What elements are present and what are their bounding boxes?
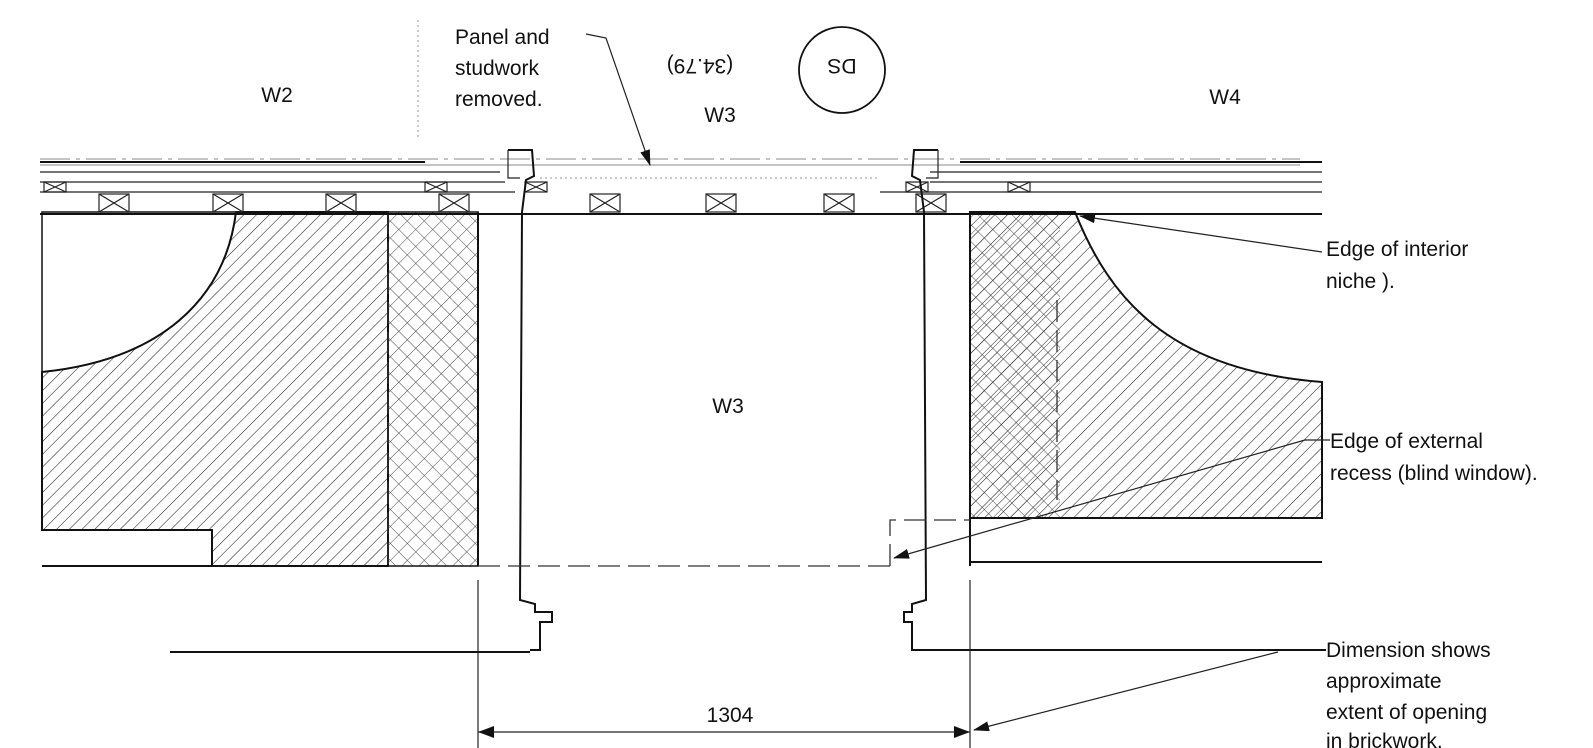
room-label-w3-center: W3 [712, 395, 744, 418]
annotation-niche: Edge of interior niche ). [1079, 213, 1468, 293]
panel-note: Panel and studwork removed. [455, 26, 651, 166]
panel-note-line3: removed. [455, 88, 543, 111]
annotation-recess: Edge of external recess (blind window). [893, 430, 1538, 559]
annotation-dimension-line4: in brickwork. [1326, 730, 1443, 748]
dimension-line [478, 726, 970, 738]
annotation-niche-line1: Edge of interior [1326, 238, 1468, 261]
brickwork-right [969, 211, 1323, 566]
panel-note-line2: studwork [455, 57, 540, 80]
ds-ref-label: DS [827, 54, 856, 77]
annotation-dimension: Dimension shows approximate extent of op… [973, 639, 1491, 748]
panel-note-line1: Panel and [455, 26, 550, 49]
room-label-w4: W4 [1209, 86, 1241, 109]
annotation-recess-line2: recess (blind window). [1330, 462, 1538, 485]
brickwork-left [41, 211, 479, 567]
studwork-wall [40, 161, 1322, 215]
annotation-dimension-line3: extent of opening [1326, 701, 1487, 724]
annotation-niche-line2: niche ). [1326, 270, 1395, 293]
dimension-value: 1304 [707, 704, 754, 727]
annotation-dimension-line2: approximate [1326, 670, 1442, 693]
annotation-recess-line1: Edge of external [1330, 430, 1483, 453]
room-label-w3-top: W3 [704, 104, 736, 127]
ds-marker: DS (34.79) [667, 26, 886, 114]
construction-lines [40, 20, 1300, 166]
window-frame-right [903, 149, 939, 651]
window-frame-left [477, 149, 553, 651]
ds-number-label: (34.79) [667, 54, 734, 77]
room-label-w2: W2 [261, 84, 293, 107]
annotation-dimension-line1: Dimension shows [1326, 639, 1491, 662]
